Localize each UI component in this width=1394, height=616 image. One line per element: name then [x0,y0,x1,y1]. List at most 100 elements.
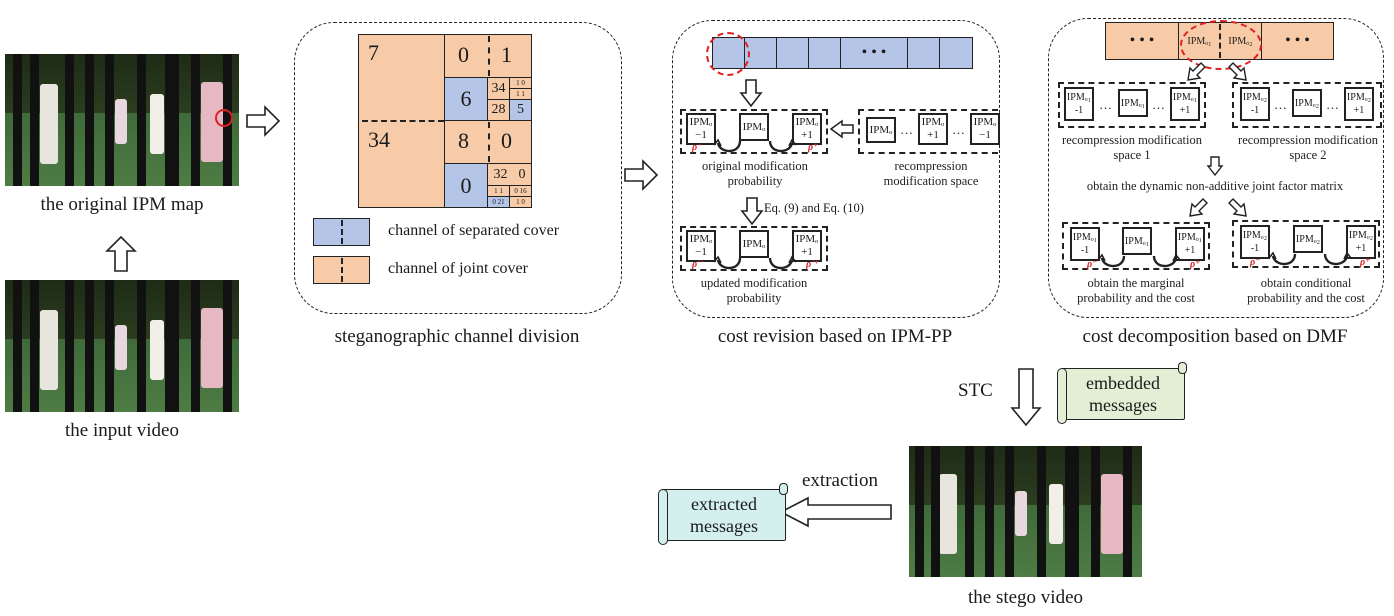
stego-video-image [909,446,1142,577]
ipm-plus-box: IPMₒ₁ +1 [1172,92,1198,116]
ipm-box: IPMₒ [742,120,766,133]
sequence-ellipsis: • • • [861,44,887,61]
rho-minus-label: ρ⁻ [692,142,703,153]
ipm-box: IPMₒ [742,237,766,250]
rho-minus-label: ρ⁻ [1087,259,1098,270]
extracted-messages-scroll: extracted messages [662,489,786,541]
input-video-image [5,280,239,412]
original-ipm-map-caption: the original IPM map [40,194,204,215]
ipm-box: IPMₒ₁ [1124,235,1150,247]
ipm-box: IPMₒ₂ [1295,233,1321,245]
curved-arrows-icon [713,255,797,270]
curved-arrows-icon [1097,253,1181,268]
cost-revision-caption: cost revision based on IPM-PP [717,326,953,347]
sequence-ellipsis: • • • [1129,32,1155,49]
ipm-plus-box: IPMₒ₂ +1 [1346,92,1372,116]
right-arrow-icon [246,105,281,137]
curved-arrows-icon [1268,251,1352,266]
cost-decomposition-panel [1048,18,1384,318]
scroll-roll-left [658,489,668,545]
cell-value: 1 [516,90,520,98]
ipm-minus-box: IPMₒ −1 [689,116,713,141]
right-arrow-icon [624,159,659,191]
down-arrow-icon [1010,368,1042,427]
ipm-minus-box: IPMₒ₂ -1 [1242,230,1268,254]
rho-plus-label: ρ⁺ [1360,257,1371,268]
ipm-minus-box: IPMₒ₁ -1 [1066,92,1092,116]
cell-value: 1 [521,90,525,98]
cost-revision-panel [672,20,1000,318]
equation-label: Eq. (9) and Eq. (10) [764,201,864,215]
cell-value: 1 [501,42,512,67]
ipm-plus-box: IPMₒ₁ +1 [1177,232,1203,256]
ellipsis: … [952,122,965,137]
cell-value: 21 [497,198,505,206]
separated-sequence: • • • [712,37,973,69]
marginal-probability-group [1062,222,1210,270]
cell-value: 6 [460,86,472,111]
extracted-messages-label: extracted messages [690,494,758,536]
cell-value: 1 [516,198,520,206]
ipm-plus-box: IPMₒ +1 [921,116,945,141]
cell-value: 1 [499,187,503,195]
down-left-arrow-icon [1189,198,1208,217]
cost-decomposition-caption: cost decomposition based on DMF [1082,326,1348,347]
ipm-box: IPMₒ [869,123,893,136]
ellipsis: … [1099,97,1112,112]
curved-arrows-icon [713,138,797,153]
cell-value: 32 [493,166,508,182]
cell-value: 0 [521,198,525,206]
recompression-space-label: recompression modification space [883,159,979,188]
ipm-minus-box: IPMₒ −1 [973,116,997,141]
cell-value: 7 [368,40,379,65]
cell-value: 0 [458,42,469,67]
down-right-arrow-icon [1228,62,1247,81]
down-right-arrow-icon [1228,198,1247,217]
extraction-label: extraction [802,470,878,491]
ellipsis: … [1326,97,1339,112]
joint-factor-matrix-label: obtain the dynamic non-additive joint fa… [1086,179,1344,193]
input-video-caption: the input video [65,420,179,441]
cell-value: 34 [368,127,390,152]
ipm-plus-box: IPMₒ₂ +1 [1348,230,1374,254]
selected-pair-highlight [1180,20,1262,70]
cell-value: 0 [518,166,526,182]
cell-value: 28 [491,102,506,117]
recompression-space-group [858,109,998,154]
channel-division-panel [294,22,622,314]
ipm-minus-box: IPMₒ₂ -1 [1242,92,1268,116]
down-arrow-icon [1206,156,1224,177]
cell-value: 34 [491,80,506,96]
rho-plus-label: ρ'⁺ [806,259,820,270]
rho-plus-label: ρ⁺ [1190,259,1201,270]
cell-value: 1 [516,79,520,87]
ipm-box: IPMₒ₁ [1120,97,1146,109]
cell-value: 0 [492,198,496,206]
recompression-space-1-group [1058,82,1206,128]
channel-division-caption: steganographic channel division [334,326,580,347]
ipm-minus-box: IPMₒ −1 [689,233,713,258]
scroll-roll-right [779,483,788,495]
selected-element-highlight [706,32,750,76]
conditional-probability-label: obtain conditional probability and the c… [1247,276,1365,305]
embedded-messages-label: embedded messages [1086,373,1160,415]
updated-probability-group [680,226,828,271]
down-arrow-icon [740,197,764,226]
cell-value: 1 [494,187,498,195]
recompression-space-2-label: recompression modification space 2 [1238,133,1378,162]
ipm-box: IPMₒ₂ [1294,97,1320,109]
scroll-roll-right [1178,362,1187,374]
embedded-messages-scroll: embedded messages [1061,368,1185,420]
original-probability-group [680,109,828,154]
recompression-space-1-label: recompression modification space 1 [1062,133,1202,162]
legend-label: channel of separated cover [388,222,560,239]
sequence-ellipsis: • • • [1285,32,1310,49]
original-probability-label: original modification probability [702,159,808,188]
stc-label: STC [958,380,993,401]
scroll-roll-left [1057,368,1067,424]
recompression-space-2-group [1232,82,1382,128]
down-arrow-icon [739,79,763,108]
ipm-plus-box: IPMₒ +1 [795,233,819,258]
cell-value: 5 [517,102,524,117]
